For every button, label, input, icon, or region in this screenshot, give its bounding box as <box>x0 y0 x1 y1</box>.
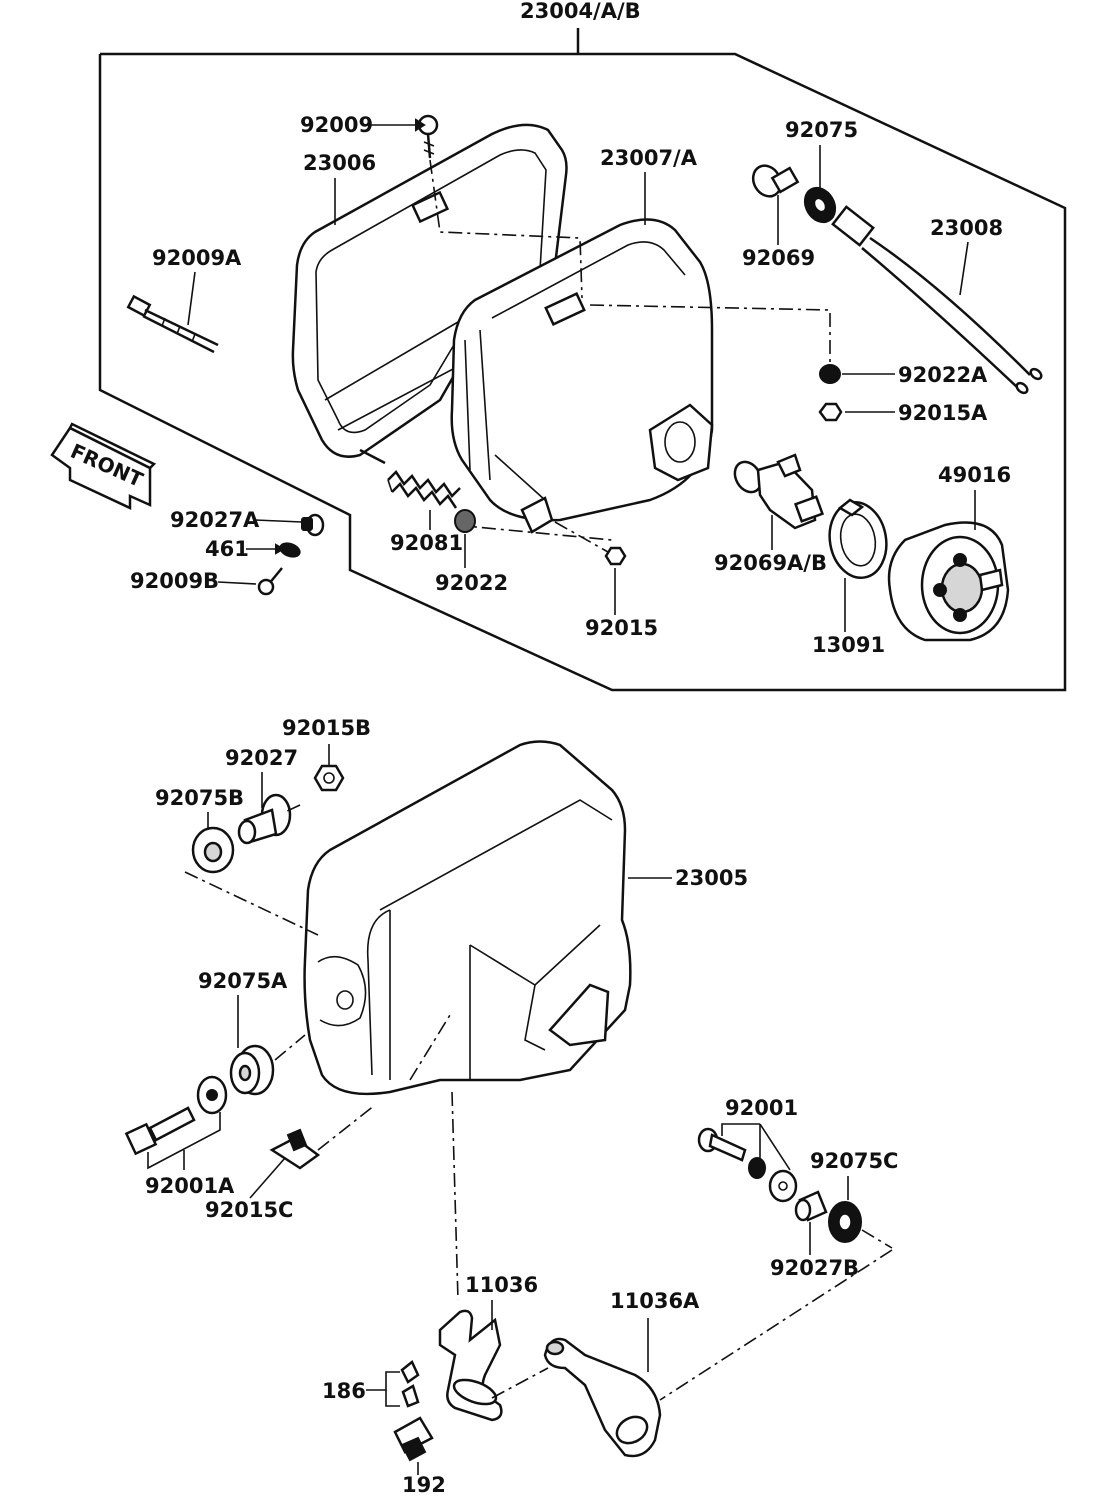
headlight-unit-23007 <box>450 218 714 534</box>
leader-92015 <box>554 521 609 553</box>
grommet-92075c <box>828 1201 862 1243</box>
leader-right-mount <box>861 1229 893 1249</box>
leader-92022a <box>589 304 831 362</box>
bolt-92001a <box>124 1075 228 1156</box>
grommet-92075a <box>229 1044 275 1096</box>
bracket-11036 <box>438 1309 503 1422</box>
adjusting-bolt-92009a <box>126 294 219 354</box>
label-92027a: 92027A <box>170 508 260 532</box>
label-92022: 92022 <box>435 571 508 595</box>
label-92069: 92069 <box>742 246 815 270</box>
label-92001a: 92001A <box>145 1174 235 1198</box>
label-11036: 11036 <box>465 1273 538 1297</box>
leader-rim-screw <box>429 159 583 299</box>
leader-bracket-join <box>491 1367 549 1399</box>
label-92015a: 92015A <box>898 401 988 425</box>
label-92009b: 92009B <box>130 569 219 593</box>
label-92075c: 92075C <box>810 1149 898 1173</box>
label-92009: 92009 <box>300 113 373 137</box>
retaining-ring-13091 <box>828 498 888 579</box>
screw-92009b <box>257 567 283 596</box>
label-11036a: 11036A <box>610 1289 700 1313</box>
label-92075b: 92075B <box>155 786 244 810</box>
label-92009a: 92009A <box>152 246 242 270</box>
bulb-92069 <box>751 164 800 198</box>
label-186: 186 <box>322 1379 366 1403</box>
headlight-rim-23006 <box>291 123 568 465</box>
label-92075: 92075 <box>785 118 858 142</box>
label-192: 192 <box>402 1473 446 1497</box>
label-49016: 49016 <box>938 463 1011 487</box>
wire-harness-23008 <box>831 205 1043 395</box>
screw-92009 <box>417 114 439 159</box>
collar-92027b <box>794 1190 828 1222</box>
spring-92081 <box>387 470 461 509</box>
leader-lower-left-mount <box>274 1034 306 1061</box>
grommet-92075b <box>191 826 235 874</box>
clamp-192 <box>393 1416 434 1462</box>
grommet-92075 <box>803 186 837 224</box>
label-92015: 92015 <box>585 616 658 640</box>
nut-92015a <box>818 402 843 422</box>
label-92015c: 92015C <box>205 1198 293 1222</box>
bolt-92001 <box>697 1127 798 1203</box>
label-92027: 92027 <box>225 746 298 770</box>
nut-92022a <box>819 364 841 384</box>
label-92081: 92081 <box>390 531 463 555</box>
leader-92015c <box>317 1104 376 1151</box>
label-23006: 23006 <box>303 151 376 175</box>
bulb-92069ab <box>733 453 825 530</box>
leader-upper-left-mount <box>184 871 319 936</box>
label-92015b: 92015B <box>282 716 371 740</box>
front-arrow-icon: FRONT <box>50 422 157 510</box>
leader-right-bracket <box>659 1249 893 1401</box>
label-92075a: 92075A <box>198 969 288 993</box>
collar-92027 <box>237 793 292 845</box>
label-92022a: 92022A <box>898 363 988 387</box>
label-23004-a-b: 23004/A/B <box>520 0 641 23</box>
label-23008: 23008 <box>930 216 1003 240</box>
bracket-11036a <box>543 1337 662 1458</box>
label-23007-a: 23007/A <box>600 146 698 170</box>
rivet-92027a <box>301 513 325 537</box>
label-13091: 13091 <box>812 633 885 657</box>
label-92027b: 92027B <box>770 1256 859 1280</box>
label-23005: 23005 <box>675 866 748 890</box>
nut-92015b <box>313 764 345 792</box>
headlight-housing-23005 <box>303 740 632 1096</box>
clip-nut-92015c <box>269 1128 321 1170</box>
label-92001: 92001 <box>725 1096 798 1120</box>
leader-upper-mount-axis <box>284 804 301 813</box>
label-92069ab: 92069A/B <box>714 551 827 575</box>
socket-cover-49016 <box>887 521 1010 642</box>
nut-92022 <box>454 509 476 533</box>
clip-186 <box>400 1360 420 1408</box>
label-461: 461 <box>205 537 249 561</box>
nut-92015 <box>604 546 627 566</box>
leader-housing-bracket <box>451 1091 459 1301</box>
assembly-bracket-23004 <box>98 28 1067 692</box>
